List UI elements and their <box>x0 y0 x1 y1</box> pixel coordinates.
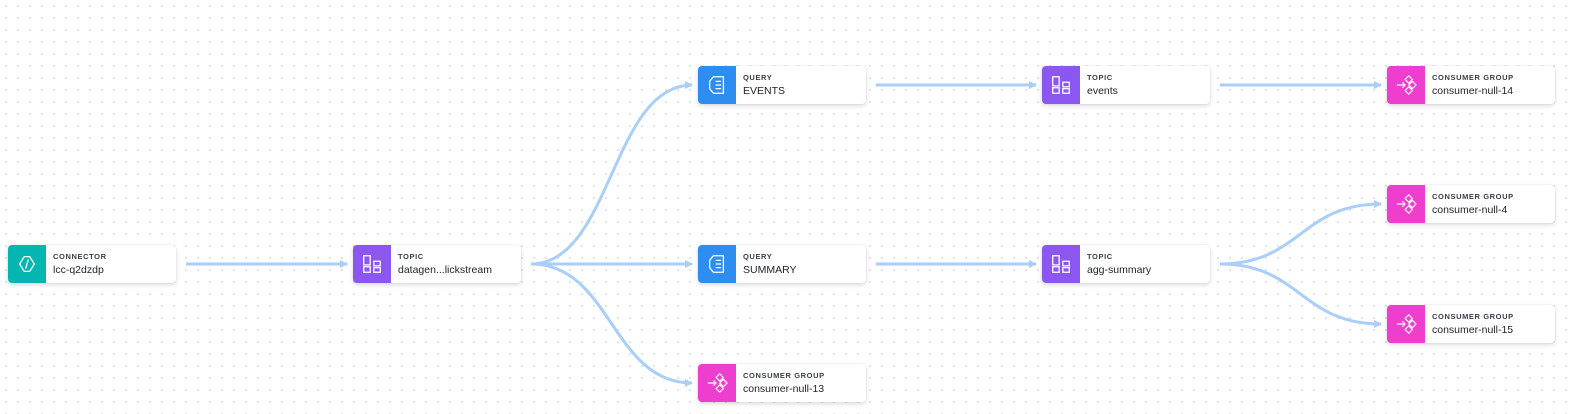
node-name-label: lcc-q2dzdp <box>53 263 104 276</box>
edge-topic-clickstream-to-consumer-13 <box>530 262 693 387</box>
node-name-label: events <box>1087 84 1118 97</box>
node-kind-label: TOPIC <box>1087 72 1113 82</box>
topic-node-clickstream[interactable]: TOPIC datagen...lickstream <box>353 245 521 283</box>
topic-node-agg-summary[interactable]: TOPIC agg-summary <box>1042 245 1210 283</box>
edge-topic-clickstream-to-query-events <box>530 81 693 266</box>
query-icon <box>698 245 736 283</box>
edge-topic-agg-summary-to-consumer-15 <box>1219 262 1382 328</box>
topic-node-events[interactable]: TOPIC events <box>1042 66 1210 104</box>
consumer-group-icon <box>1387 185 1425 223</box>
consumer-group-node-13[interactable]: CONSUMER GROUP consumer-null-13 <box>698 364 866 402</box>
node-kind-label: QUERY <box>743 251 773 261</box>
node-name-label: consumer-null-14 <box>1432 84 1514 97</box>
topic-icon <box>1042 66 1080 104</box>
node-name-label: consumer-null-13 <box>743 382 825 395</box>
node-name-label: EVENTS <box>743 84 786 97</box>
node-kind-label: TOPIC <box>398 251 424 261</box>
consumer-group-icon <box>698 364 736 402</box>
node-kind-label: QUERY <box>743 72 773 82</box>
connector-node[interactable]: CONNECTOR lcc-q2dzdp <box>8 245 176 283</box>
node-name-label: datagen...lickstream <box>398 263 492 276</box>
node-kind-label: TOPIC <box>1087 251 1113 261</box>
node-kind-label: CONNECTOR <box>53 251 107 261</box>
topic-icon <box>1042 245 1080 283</box>
node-kind-label: CONSUMER GROUP <box>743 370 825 380</box>
consumer-group-node-4[interactable]: CONSUMER GROUP consumer-null-4 <box>1387 185 1555 223</box>
connector-icon <box>8 245 46 283</box>
query-node-events[interactable]: QUERY EVENTS <box>698 66 866 104</box>
edge-topic-agg-summary-to-consumer-4 <box>1219 200 1382 266</box>
node-name-label: agg-summary <box>1087 263 1152 276</box>
consumer-group-node-14[interactable]: CONSUMER GROUP consumer-null-14 <box>1387 66 1555 104</box>
node-kind-label: CONSUMER GROUP <box>1432 311 1514 321</box>
consumer-group-icon <box>1387 66 1425 104</box>
node-name-label: consumer-null-15 <box>1432 323 1514 336</box>
node-kind-label: CONSUMER GROUP <box>1432 191 1514 201</box>
node-name-label: consumer-null-4 <box>1432 203 1508 216</box>
consumer-group-icon <box>1387 305 1425 343</box>
topic-icon <box>353 245 391 283</box>
consumer-group-node-15[interactable]: CONSUMER GROUP consumer-null-15 <box>1387 305 1555 343</box>
node-kind-label: CONSUMER GROUP <box>1432 72 1514 82</box>
query-icon <box>698 66 736 104</box>
node-name-label: SUMMARY <box>743 263 797 276</box>
query-node-summary[interactable]: QUERY SUMMARY <box>698 245 866 283</box>
